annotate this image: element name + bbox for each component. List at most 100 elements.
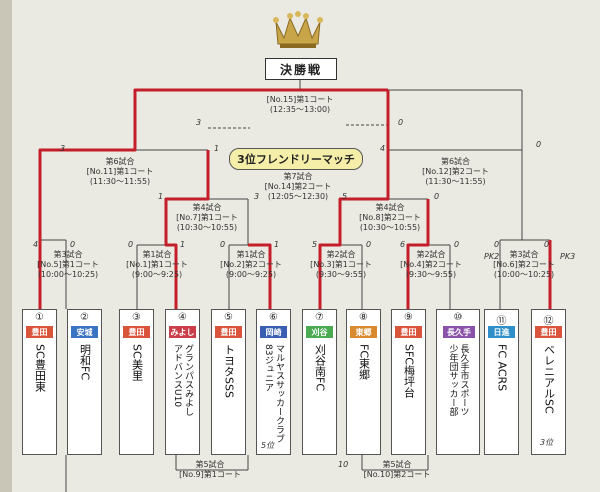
score-m3r-left: 0 <box>494 240 500 249</box>
team-number: ⑩ <box>453 312 463 323</box>
team-card-2: ② 安城 明和FC <box>67 309 102 455</box>
match-info-line: [No.2]第2コート <box>220 260 282 269</box>
score-m3r-right: 0 <box>544 240 550 249</box>
team-number: ⑧ <box>359 312 368 323</box>
score-m3l-left: 4 <box>33 240 39 249</box>
match-info-line: (12:05〜12:30) <box>267 192 329 201</box>
final-label: 決勝戦 <box>265 58 337 80</box>
score-m4l-left: 1 <box>158 192 164 201</box>
match-4-right: 第4試合[No.8]第2コート(10:30〜10:55) <box>345 203 435 233</box>
match-info-line: [No.6]第2コート <box>493 260 555 269</box>
team-card-4: ④ みよし グランパスみよしアドバンスU10 <box>165 309 200 455</box>
team-city-badge: 長久手 <box>443 326 475 338</box>
team-name: グランパスみよし <box>183 344 193 416</box>
match-info-line: 第4試合 <box>375 203 405 212</box>
match-info-line: [No.3]第1コート <box>310 260 372 269</box>
team-name: 刈谷南FC <box>313 344 327 392</box>
score-bottom: 10 <box>338 460 349 469</box>
match-info-line: [No.10]第2コート <box>363 470 431 479</box>
team-city-badge: 日進 <box>488 326 515 338</box>
team-card-3: ③ 豊田 SC美里 <box>119 309 154 455</box>
match-2-center: 第2試合[No.3]第1コート(9:30〜9:55) <box>302 250 380 280</box>
match-info-line: (10:30〜10:55) <box>176 223 238 232</box>
team-card-5: ⑤ 豊田 トヨタSSS <box>211 309 246 455</box>
match-info-line: [No.14]第2コート <box>264 182 332 191</box>
team-city-badge: 豊田 <box>123 326 150 338</box>
match-info-line: 第7試合 <box>283 172 313 181</box>
match-6-right: 第6試合[No.12]第2コート(11:30〜11:55) <box>408 157 503 187</box>
team-name: FC ACRS <box>495 344 509 392</box>
match-info-line: 第6試合 <box>440 157 471 166</box>
match-info-line: [No.9]第1コート <box>179 470 241 479</box>
score-m3l-right: 0 <box>70 240 76 249</box>
match-info-line: 第2試合 <box>416 250 446 259</box>
match-3-right: 第3試合[No.6]第2コート(10:00〜10:25) <box>483 250 565 280</box>
score-m3r-pk-right: PK3 <box>560 252 576 261</box>
match-info-line: [No.12]第2コート <box>422 167 489 176</box>
match-info-line: 第5試合 <box>382 460 412 469</box>
score-m2c-right: 0 <box>366 240 372 249</box>
match-info-line: 第1試合 <box>142 250 172 259</box>
match-info-line: 第4試合 <box>192 203 222 212</box>
score-m6r-left: 4 <box>380 144 386 153</box>
team-number: ② <box>80 312 89 323</box>
match-6-left: 第6試合[No.11]第1コート(11:30〜11:55) <box>75 157 165 187</box>
score-m1c-left: 0 <box>220 240 226 249</box>
team-city-badge: 刈谷 <box>306 326 333 338</box>
match-7: 第7試合[No.14]第2コート(12:05〜12:30) <box>258 172 338 202</box>
match-info-line: [No.1]第1コート <box>126 260 188 269</box>
team-number: ⑫ <box>543 316 554 327</box>
match-info-line: (9:00〜9:25) <box>131 270 183 279</box>
score-m1l-left: 0 <box>128 240 134 249</box>
team-number: ⑨ <box>404 312 413 323</box>
score-m4l-right: 3 <box>254 192 260 201</box>
match-info-line: (9:30〜9:55) <box>315 270 367 279</box>
team-card-12: ⑫ 豊田 ベレニアルSC 3位 <box>531 309 566 455</box>
score-final-left: 3 <box>196 118 202 127</box>
score-m4r-right: 0 <box>434 192 440 201</box>
score-m2c-left: 5 <box>312 240 318 249</box>
score-m4r-left: 5 <box>342 192 348 201</box>
match-5-right: 第5試合[No.10]第2コート <box>352 460 442 480</box>
team-city-badge: 豊田 <box>215 326 242 338</box>
team-name: ベレニアルSC <box>542 344 556 414</box>
match-info-line: (11:30〜11:55) <box>89 177 151 186</box>
score-m1c-right: 1 <box>274 240 280 249</box>
match-info-line: [No.11]第1コート <box>86 167 154 176</box>
team-name: 83ジュニア <box>263 344 273 392</box>
team-card-7: ⑦ 刈谷 刈谷南FC <box>302 309 337 455</box>
match-final: [No.15]第1コート(12:35〜13:00) <box>255 95 345 115</box>
team-city-badge: 豊田 <box>395 326 422 338</box>
match-info-line: 第3試合 <box>509 250 539 259</box>
match-info-line: (12:35〜13:00) <box>269 105 331 114</box>
score-m6l-right: 1 <box>214 144 220 153</box>
team-city-badge: 岡崎 <box>260 326 287 338</box>
team-number: ③ <box>132 312 141 323</box>
match-info-line: 第6試合 <box>105 157 135 166</box>
crown-icon <box>273 11 323 48</box>
match-3-left: 第3試合[No.5]第1コート(10:00〜10:25) <box>28 250 108 280</box>
match-info-line: (10:30〜10:55) <box>359 223 421 232</box>
match-info-line: [No.8]第2コート <box>359 213 421 222</box>
score-final-right: 0 <box>398 118 404 127</box>
team-name: 長久手市スポーツ <box>458 344 469 416</box>
match-info-line: 第2試合 <box>326 250 356 259</box>
match-info-line: [No.4]第2コート <box>400 260 462 269</box>
score-m2r-left: 6 <box>400 240 406 249</box>
match-info-line: [No.5]第1コート <box>37 260 99 269</box>
score-m3r-pk-left: PK2 <box>484 252 500 261</box>
team-city-badge: 豊田 <box>26 326 53 338</box>
team-name: 明和FC <box>78 344 92 381</box>
team-name: 少年団サッカー部 <box>447 344 458 416</box>
team-name: トヨタSSS <box>222 344 236 398</box>
team-card-8: ⑧ 東郷 FC東郷 <box>346 309 381 455</box>
team-city-badge: 安城 <box>71 326 98 338</box>
team-card-1: ① 豊田 SC豊田東 <box>22 309 57 455</box>
score-m6r-right: 0 <box>536 140 542 149</box>
team-name: SFC梅坪台 <box>402 344 416 398</box>
team-card-11: ⑪ 日進 FC ACRS <box>484 309 519 455</box>
match-2-right: 第2試合[No.4]第2コート(9:30〜9:55) <box>392 250 470 280</box>
